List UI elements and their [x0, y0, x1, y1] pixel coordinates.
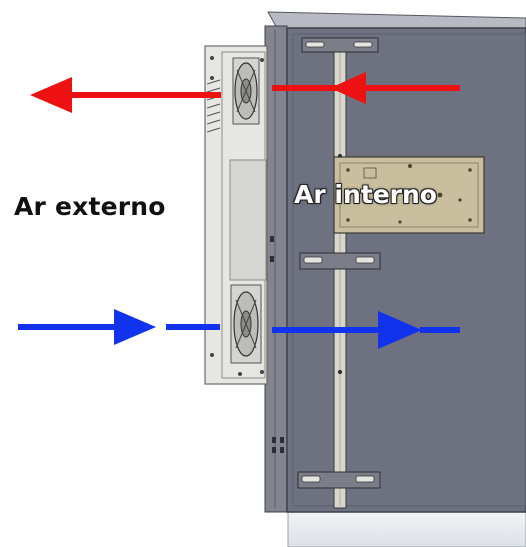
mounting-bracket-icon — [299, 252, 381, 270]
mounting-bracket-icon — [301, 37, 379, 53]
arrow-left-icon — [330, 72, 366, 104]
fan-icon — [230, 284, 262, 364]
cabinet-roof — [267, 11, 526, 31]
cabinet-body — [286, 27, 526, 513]
external-air-label: Ar externo — [14, 192, 166, 221]
arrow-left-icon — [30, 77, 72, 113]
cabinet-base — [287, 509, 526, 547]
arrow-right-icon — [114, 309, 156, 345]
mounting-bracket-icon — [297, 471, 381, 489]
internal-air-label: Ar interno — [294, 180, 437, 209]
fan-icon — [232, 57, 260, 125]
mounting-rail — [333, 37, 347, 509]
arrow-right-icon — [378, 311, 422, 349]
